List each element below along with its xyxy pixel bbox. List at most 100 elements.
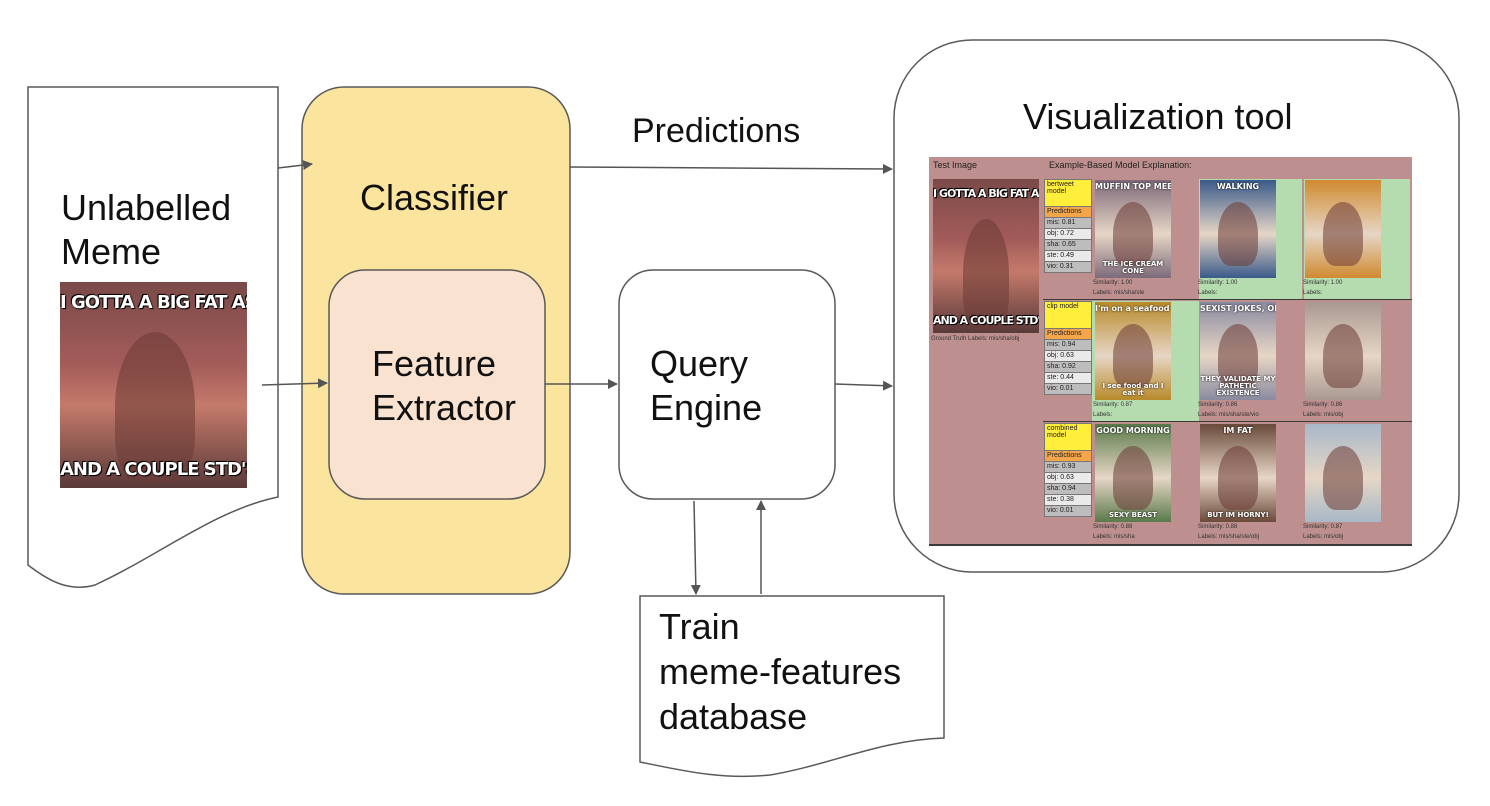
database-document-shape — [639, 595, 945, 778]
vis-example-caption-top: I'm on a seafood diet — [1095, 304, 1171, 313]
vis-example-figure — [1323, 202, 1363, 266]
arrow-query-to-vis — [834, 380, 893, 391]
input-label: Unlabelled Meme — [61, 186, 231, 274]
vis-test-caption-bottom: AND A COUPLE STD'S — [933, 314, 1039, 327]
vis-header-test: Test Image — [933, 160, 978, 170]
vis-example-thumbnail: WALKING — [1200, 180, 1276, 278]
vis-model-score: sha: 0.94 — [1044, 484, 1092, 495]
vis-example-caption-bottom: I see food and I eat it — [1102, 382, 1164, 397]
vis-model-score: ste: 0.38 — [1044, 495, 1092, 506]
vis-test-caption-top: I GOTTA A BIG FAT ASS — [933, 187, 1039, 200]
vis-model-score: vio: 0.01 — [1044, 384, 1092, 395]
vis-model-name: clip model — [1044, 301, 1092, 329]
vis-model-score: mis: 0.93 — [1044, 462, 1092, 473]
feature-extractor-label: Feature Extractor — [372, 342, 516, 430]
vis-model-name: bertweet model — [1044, 179, 1092, 207]
vis-example-similarity: Similarity: 0.86 — [1198, 402, 1238, 408]
vis-example-thumbnail: GOOD MORNING SEXY BEAST — [1095, 424, 1171, 522]
vis-example-thumbnail: IM FAT BUT IM HORNY! — [1200, 424, 1276, 522]
vis-model-score: mis: 0.81 — [1044, 218, 1092, 229]
visualization-title: Visualization tool — [1023, 96, 1293, 137]
vis-model-score: mis: 0.94 — [1044, 340, 1092, 351]
vis-example-labels: Labels: — [1198, 290, 1218, 296]
vis-example-figure — [1113, 202, 1153, 266]
vis-example-labels: Labels: mis/sha/ste/obj — [1198, 534, 1260, 540]
feature-extractor-line2: Extractor — [372, 386, 517, 428]
vis-model-score: ste: 0.44 — [1044, 373, 1092, 384]
vis-example-labels: Labels: mis/obj — [1303, 534, 1344, 540]
vis-example-figure — [1113, 446, 1153, 510]
vis-example-labels: Labels: — [1093, 412, 1113, 418]
vis-example-similarity: Similarity: 0.88 — [1093, 524, 1133, 530]
vis-model-score: obj: 0.72 — [1044, 229, 1092, 240]
visualization-panel: Test Image Example-Based Model Explanati… — [929, 157, 1412, 546]
query-engine-line1: Query — [650, 343, 749, 384]
vis-example-similarity: Similarity: 1.00 — [1303, 280, 1343, 286]
arrow-predictions — [569, 163, 893, 174]
vis-example-figure — [1323, 324, 1363, 388]
vis-row-divider-1 — [1043, 299, 1412, 300]
input-meme-image: I GOTTA A BIG FAT ASS AND A COUPLE STD'S — [60, 282, 247, 488]
vis-model-predictions-header: Predictions — [1044, 207, 1092, 218]
vis-example-caption-top: WALKING — [1216, 182, 1260, 191]
vis-example-caption-top: GOOD MORNING — [1096, 426, 1170, 435]
vis-model-score: obj: 0.63 — [1044, 473, 1092, 484]
vis-example-similarity: Similarity: 0.86 — [1303, 402, 1343, 408]
vis-example-figure — [1218, 202, 1258, 266]
input-label-line2: Meme — [61, 230, 162, 272]
database-line3: database — [659, 696, 808, 737]
vis-example-similarity: Similarity: 0.87 — [1303, 524, 1343, 530]
vis-example-caption-bottom: THEY VALIDATE MY PATHETIC EXISTENCE — [1200, 375, 1276, 397]
vis-row-divider-2 — [1043, 421, 1412, 422]
vis-example-similarity: Similarity: 0.88 — [1198, 524, 1238, 530]
vis-example-labels: Labels: mis/obj — [1303, 412, 1344, 418]
vis-test-figure — [963, 219, 1009, 329]
vis-model-score: vio: 0.31 — [1044, 262, 1092, 273]
vis-example-figure — [1218, 324, 1258, 388]
vis-ground-truth: Ground Truth Labels: mis/sha/obj — [931, 336, 1020, 342]
database-line2: meme-features — [659, 651, 902, 692]
predictions-label: Predictions — [632, 112, 801, 150]
vis-example-caption-top: MUFFIN TOP MEET — [1095, 182, 1171, 191]
vis-example-thumbnail — [1305, 424, 1381, 522]
feature-extractor-line1: Feature — [372, 343, 497, 384]
vis-example-caption-bottom: SEXY BEAST — [1108, 511, 1158, 519]
vis-example-similarity: Similarity: 0.87 — [1093, 402, 1133, 408]
input-meme-caption-bottom: AND A COUPLE STD'S — [60, 459, 247, 480]
vis-model-score: sha: 0.65 — [1044, 240, 1092, 251]
vis-example-caption-top: IM FAT — [1223, 426, 1253, 435]
vis-model-score: sha: 0.92 — [1044, 362, 1092, 373]
vis-example-similarity: Similarity: 1.00 — [1198, 280, 1238, 286]
vis-example-figure — [1323, 446, 1363, 510]
vis-example-figure — [1218, 446, 1258, 510]
input-meme-caption-top: I GOTTA A BIG FAT ASS — [60, 292, 247, 313]
classifier-label: Classifier — [360, 177, 509, 218]
vis-model-score: vio: 0.01 — [1044, 506, 1092, 517]
vis-example-thumbnail: MUFFIN TOP MEET THE ICE CREAM CONE — [1095, 180, 1171, 278]
vis-example-thumbnail: I'm on a seafood diet I see food and I ea… — [1095, 302, 1171, 400]
arrow-query-to-db — [690, 500, 701, 595]
vis-header-explanation: Example-Based Model Explanation: — [1049, 160, 1192, 170]
vis-test-image: I GOTTA A BIG FAT ASS AND A COUPLE STD'S — [933, 179, 1039, 333]
vis-model-score: obj: 0.63 — [1044, 351, 1092, 362]
vis-example-similarity: Similarity: 1.00 — [1093, 280, 1133, 286]
vis-example-thumbnail — [1305, 302, 1381, 400]
vis-example-labels: Labels: mis/sha/ste/vio — [1198, 412, 1259, 418]
vis-example-labels: Labels: mis/sha — [1093, 534, 1135, 540]
vis-model-name: combined model — [1044, 423, 1092, 451]
vis-model-predictions-header: Predictions — [1044, 329, 1092, 340]
vis-example-caption-bottom: BUT IM HORNY! — [1207, 511, 1269, 519]
vis-example-labels: Labels: — [1303, 290, 1323, 296]
query-engine-label: Query Engine — [650, 342, 762, 430]
vis-model-predictions-header: Predictions — [1044, 451, 1092, 462]
database-label: Train meme-features database — [659, 604, 901, 739]
database-line1: Train — [659, 606, 740, 647]
vis-example-labels: Labels: mis/sha/ste — [1093, 290, 1145, 296]
vis-example-caption-top: SEXIST JOKES, OH BOY! — [1200, 304, 1276, 313]
vis-example-figure — [1113, 324, 1153, 388]
vis-example-caption-bottom: THE ICE CREAM CONE — [1102, 260, 1164, 275]
vis-example-thumbnail: SEXIST JOKES, OH BOY! THEY VALIDATE MY PA… — [1200, 302, 1276, 400]
